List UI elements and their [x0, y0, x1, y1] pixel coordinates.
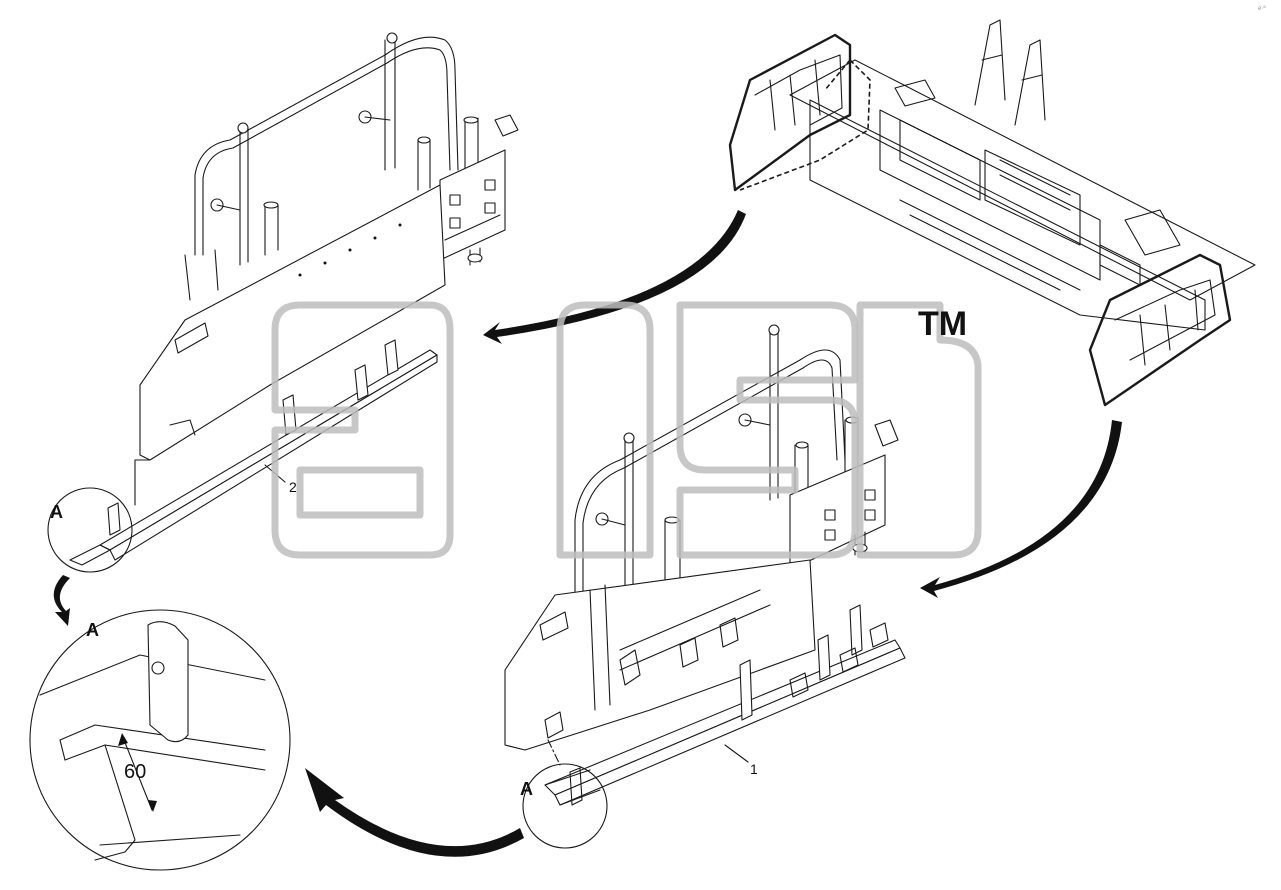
detail-view-large: A 60 [29, 609, 291, 871]
arrow-small-to-large-detail [53, 575, 70, 626]
detail-marker-bottom: A [520, 779, 533, 799]
corner-mark: é·ª [1258, 5, 1266, 12]
detail-circle-top-small: A [47, 487, 133, 573]
arrow-right-to-center-assembly [920, 420, 1122, 598]
watermark-logo: TM [271, 301, 982, 559]
callout-2: 2 [289, 479, 297, 495]
side-plate-assembly-1: 1 [504, 324, 906, 806]
flow-arrows [53, 210, 1122, 857]
paver-overview [728, 19, 1256, 407]
detail-circle-bottom-small: A [520, 763, 608, 849]
arrow-top-to-left-assembly [483, 210, 746, 344]
dimension-label: 60 [124, 761, 146, 783]
arrow-bottom-detail-to-large [305, 768, 524, 857]
callout-1: 1 [750, 761, 758, 777]
detail-marker-top: A [50, 502, 63, 522]
trademark-symbol: TM [918, 305, 967, 343]
detail-marker-large: A [86, 620, 99, 640]
